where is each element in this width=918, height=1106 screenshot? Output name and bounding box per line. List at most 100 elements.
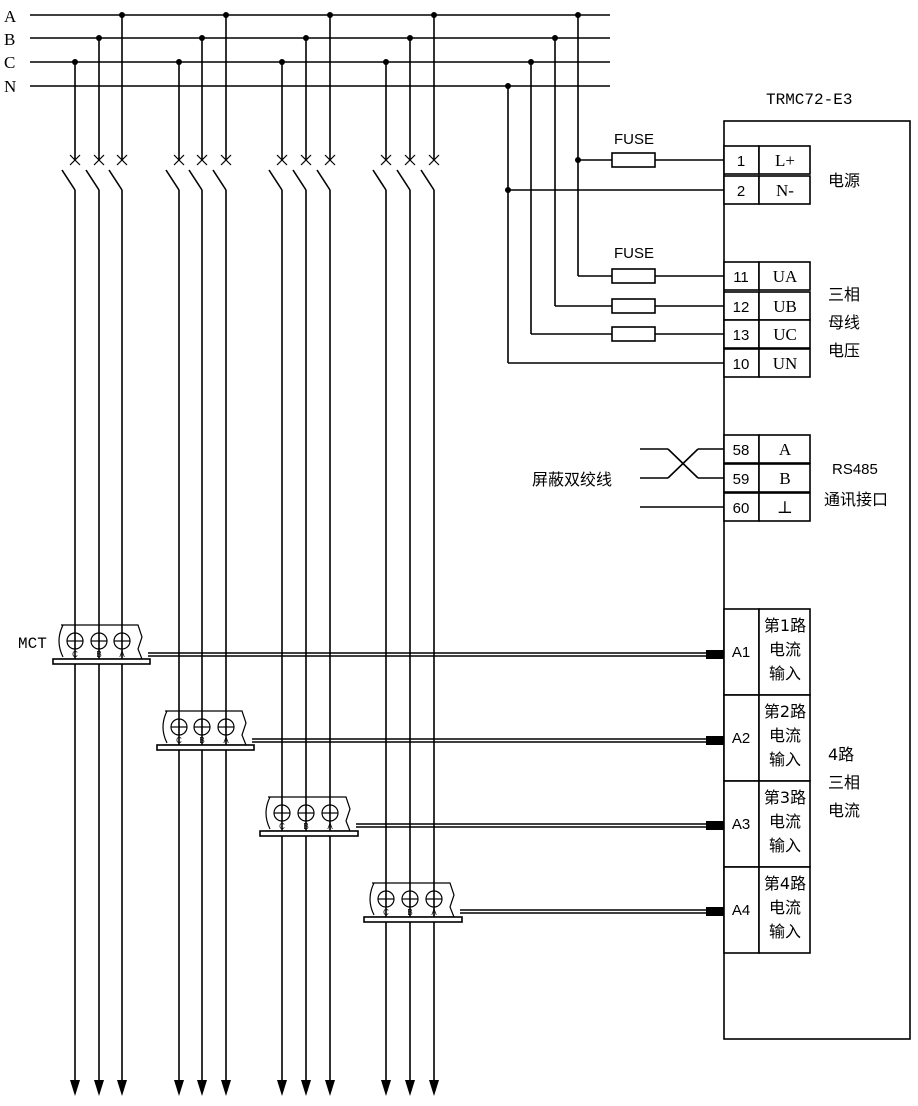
breaker-x-mark [93,154,105,166]
input-label-line: 第1路 [764,616,806,635]
junction-dot [327,12,333,18]
arrow-icon [94,1080,104,1096]
breaker-blade [108,169,123,191]
rs485-label-line2: 通讯接口 [824,490,888,509]
breaker-x-mark [220,154,232,166]
junction-dot [119,12,125,18]
ct-phase-label: C [72,650,78,659]
terminal-signal: UB [773,297,797,316]
breaker-x-mark [276,154,288,166]
breaker-x-mark [404,154,416,166]
bus-lines [30,14,610,87]
breaker-blade [212,169,227,191]
ct-base [156,744,255,751]
terminal-signal-cell [758,434,811,464]
input-label-line: 输入 [769,922,801,941]
breaker-blade [61,169,76,191]
voltage-label-line1: 三相 [828,285,860,304]
bus-label-a: A [4,7,17,26]
arrow-icon [429,1080,439,1096]
current-label-line3: 电流 [828,801,860,820]
junction-dot [303,35,309,41]
terminal-number: 2 [737,183,745,200]
arrow-icon [221,1080,231,1096]
power-label: 电源 [828,171,860,190]
input-label-line: 输入 [769,750,801,769]
junction-dot [383,59,389,65]
input-label-line: 输入 [769,836,801,855]
input-label-line: 第4路 [764,874,806,893]
breaker-blade [316,169,331,191]
terminal-number: 58 [733,442,750,459]
input-id-cell [723,694,760,782]
breaker-blade [420,169,435,191]
arrow-icon [405,1080,415,1096]
terminal-signal: L+ [775,151,795,170]
junction-dot [96,35,102,41]
current-label-line1: 4路 [828,745,854,764]
current-label-line2: 三相 [828,773,860,792]
voltage-wiring [505,12,724,364]
rs485-wiring [640,448,724,508]
input-label-cell [758,780,811,868]
ct-connector-icon [706,736,724,745]
ct-housing-edge [58,624,64,658]
input-label-line: 输入 [769,664,801,683]
ct-phase-label: C [383,908,389,917]
input-label-line: 电流 [769,640,801,659]
arrow-icon [197,1080,207,1096]
input-label-line: 第2路 [764,702,806,721]
arrow-icon [117,1080,127,1096]
input-label-line: 电流 [769,726,801,745]
input-id-cell [723,866,760,954]
mct-label: MCT [18,635,47,653]
arrow-icon [301,1080,311,1096]
breaker-blade [372,169,387,191]
breaker-blade [165,169,180,191]
ct-phase-label: A [223,736,229,745]
bus-label-n: N [4,77,16,96]
fuse-uc [611,326,656,342]
fuse-label-power: FUSE [614,131,654,148]
breaker-x-mark [300,154,312,166]
junction-dot [223,12,229,18]
breaker-x-mark [380,154,392,166]
input-id: A3 [732,816,750,833]
terminal-number-cell [723,319,760,349]
voltage-label-line2: 母线 [828,313,860,332]
terminal-signal-cell [758,492,811,522]
ct-phase-label: C [176,736,182,745]
input-label-line: 第3路 [764,788,806,807]
ct-phase-label: B [96,650,101,659]
ct-phase-label: B [407,908,412,917]
breaker-blade [188,169,203,191]
terminal-number-cell [723,492,760,522]
input-id: A4 [732,902,750,919]
bus-label-c: C [4,53,15,72]
ct-phase-label: C [279,822,285,831]
arrow-icon [277,1080,287,1096]
ct-housing-edge [265,796,271,830]
terminal-number: 59 [733,471,750,488]
breaker-x-mark [116,154,128,166]
input-label-line: 电流 [769,812,801,831]
feeder-group-2: C B A [156,12,724,1096]
input-id: A1 [732,644,750,661]
terminal-signal: UC [773,325,797,344]
fuse-ua [611,268,656,284]
input-id: A2 [732,730,750,747]
rs485-label-line1: RS485 [832,461,878,478]
breaker-x-mark [324,154,336,166]
terminal-number: 60 [733,500,750,517]
